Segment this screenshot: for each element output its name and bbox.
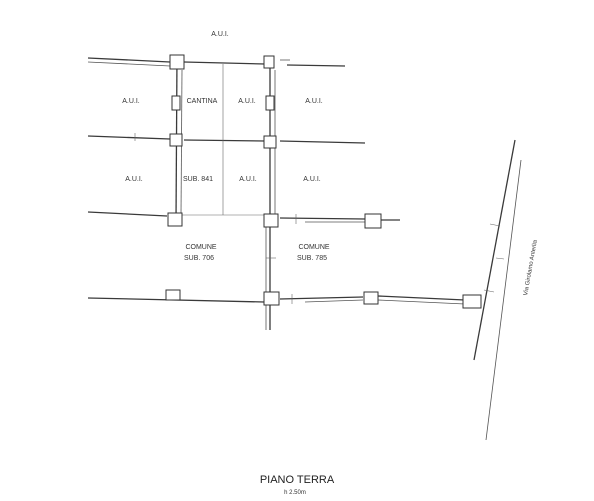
vertical-walls bbox=[175, 54, 276, 330]
room-label-left-2: A.U.I. bbox=[125, 176, 143, 183]
street-name: Via Girolamo Anterlia bbox=[523, 239, 539, 296]
room-label-sub841: SUB. 841 bbox=[183, 176, 213, 183]
room-label-sub706: SUB. 706 bbox=[184, 255, 214, 262]
room-label-mid-2: A.U.I. bbox=[239, 176, 257, 183]
room-labels: A.U.I. A.U.I. CANTINA A.U.I. A.U.I. A.U.… bbox=[122, 31, 330, 262]
height-note: h 2.50m bbox=[284, 490, 306, 496]
street-edge bbox=[473, 139, 522, 441]
pillars bbox=[165, 54, 482, 309]
room-label-right-1: A.U.I. bbox=[305, 98, 323, 105]
room-label-mid-1: A.U.I. bbox=[238, 98, 256, 105]
room-label-cantina: CANTINA bbox=[187, 98, 218, 105]
room-label-comune-right: COMUNE bbox=[298, 244, 329, 251]
plan-title: PIANO TERRA bbox=[260, 474, 335, 486]
room-label-top: A.U.I. bbox=[211, 31, 229, 38]
room-label-sub785: SUB. 785 bbox=[297, 255, 327, 262]
room-label-comune-left: COMUNE bbox=[185, 244, 216, 251]
room-label-left-1: A.U.I. bbox=[122, 98, 140, 105]
room-label-right-2: A.U.I. bbox=[303, 176, 321, 183]
walls bbox=[87, 57, 466, 305]
